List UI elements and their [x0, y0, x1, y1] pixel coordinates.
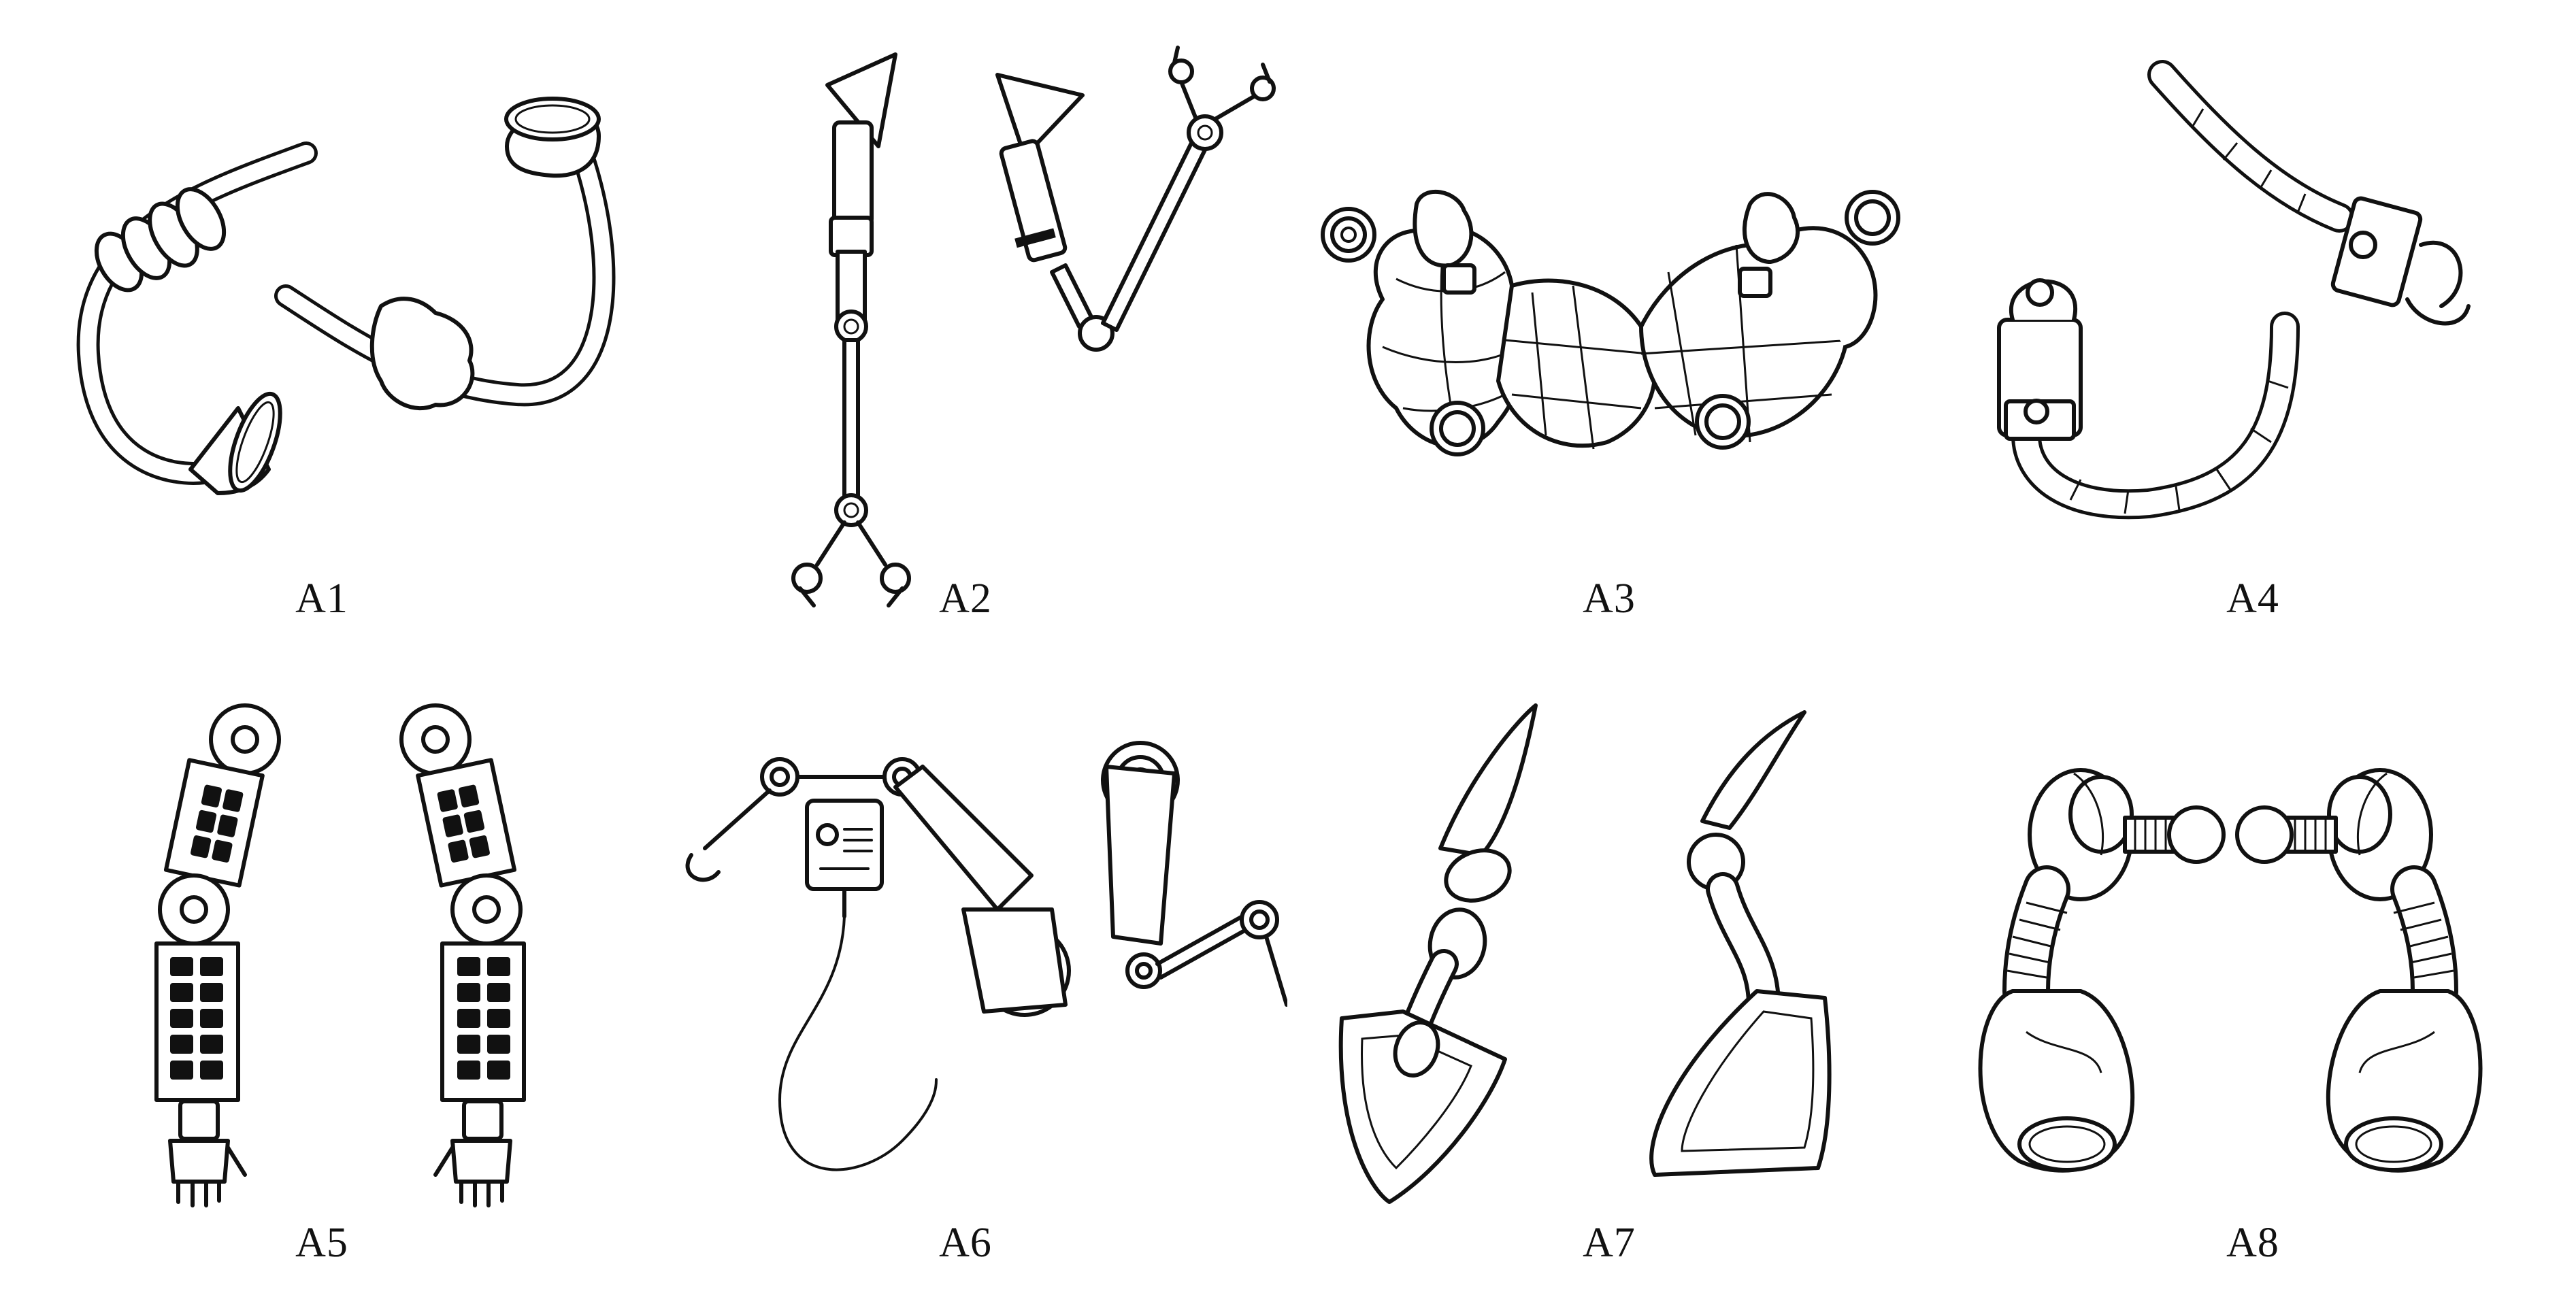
panel-label: A1 — [295, 575, 348, 622]
panel-label: A6 — [939, 1220, 992, 1266]
panel-a8: A8 — [1931, 651, 2575, 1302]
segmented-hose-arm-with-claw-icon — [1997, 60, 2471, 520]
panel-label: A2 — [939, 575, 992, 622]
panel-a5: A5 — [0, 651, 644, 1302]
panel-a4: A4 — [1931, 0, 2575, 651]
panel-label: A7 — [1583, 1220, 1636, 1266]
panel-a2: A2 — [644, 0, 1287, 651]
thin-jointed-arm-with-gripper-icon — [791, 46, 1276, 607]
panel-a3: A3 — [1287, 0, 1931, 651]
muscular-segmented-arms-icon — [1321, 190, 1900, 456]
panel-label: A8 — [2226, 1220, 2279, 1266]
blade-arm-icon — [1338, 703, 1832, 1204]
spring-joint-arm-icon — [1978, 768, 2483, 1173]
modular-arm-with-hand-icon — [154, 703, 526, 1207]
panel-label: A4 — [2226, 575, 2279, 622]
tube-arm-with-suction-cups-icon — [76, 97, 616, 495]
panel-a6: A6 — [644, 651, 1287, 1302]
panel-a7: A7 — [1287, 651, 1931, 1302]
panel-label: A5 — [295, 1220, 348, 1266]
panel-label: A3 — [1583, 575, 1636, 622]
industrial-arm-with-iv-bag-icon — [685, 741, 1287, 1171]
panel-a1: A1 — [0, 0, 644, 651]
